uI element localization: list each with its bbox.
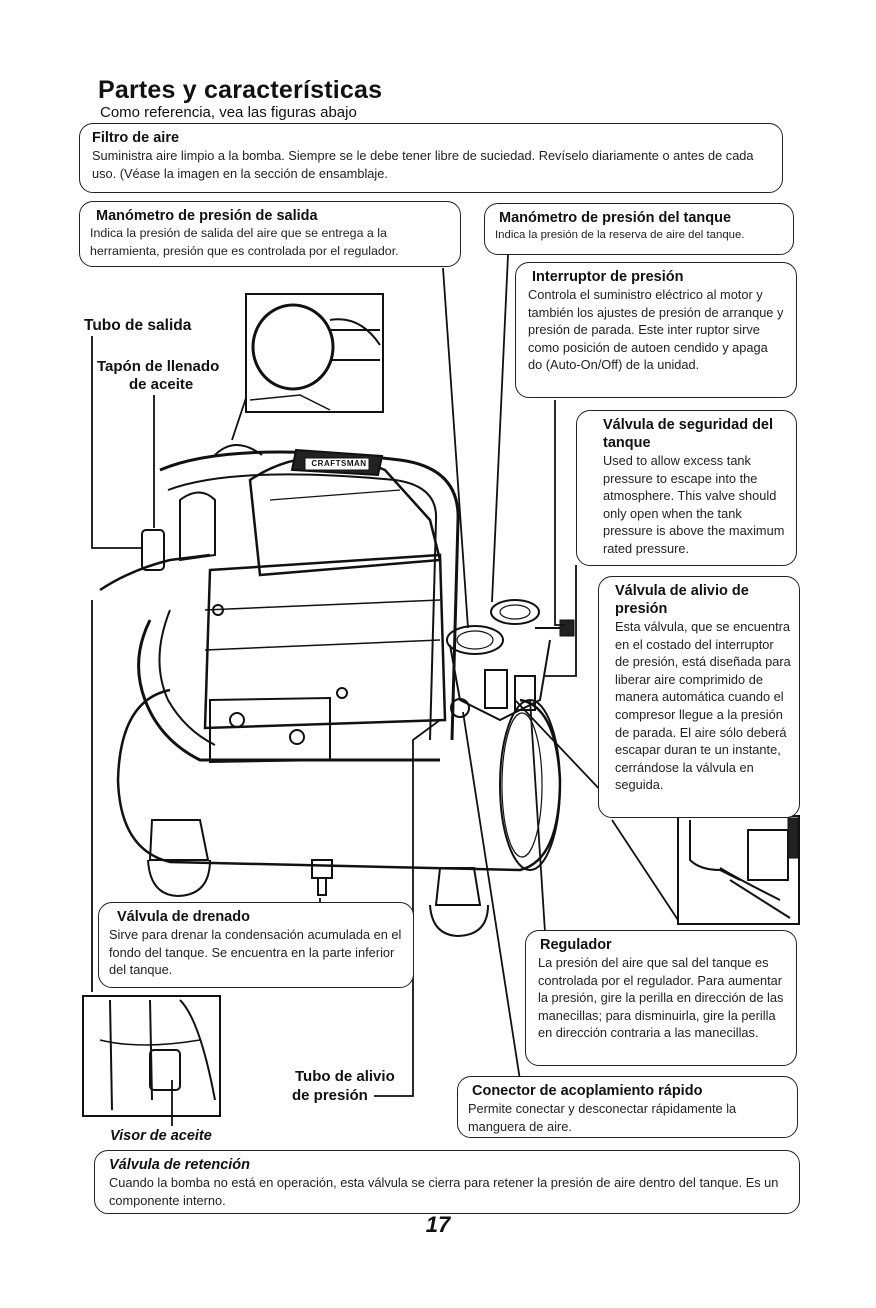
- label-oil-fill-cap-2: de aceite: [129, 376, 194, 393]
- callout-regulator: Regulador La presión del aire que sal de…: [525, 930, 797, 1066]
- callout-outlet-gauge: Manómetro de presión de salida Indica la…: [79, 201, 461, 267]
- air-filter-title: Filtro de aire: [92, 130, 180, 146]
- check-valve-body: Cuando la bomba no está en operación, es…: [109, 1175, 779, 1208]
- brand-logo: CRAFTSMAN: [311, 459, 367, 468]
- inset-relief-valve: [677, 815, 800, 925]
- check-valve-title: Válvula de retención: [109, 1157, 251, 1173]
- handle-drawing: [159, 448, 460, 741]
- tank-gauge-title: Manómetro de presión del tanque: [499, 210, 732, 226]
- relief-valve-body: Esta válvula, que se encuentra en el cos…: [615, 619, 791, 793]
- tank-gauge-body: Indica la presión de la reserva de aire …: [495, 229, 745, 241]
- drain-valve-body: Sirve para drenar la condensación acumul…: [109, 927, 402, 978]
- quick-coupler-title: Conector de acoplamiento rápido: [472, 1083, 703, 1099]
- tank-safety-valve-body: Used to allow excess tank pressure to es…: [603, 453, 785, 556]
- callout-drain-valve: Válvula de drenado Sirve para drenar la …: [98, 902, 414, 988]
- feet-drawing: [147, 819, 489, 938]
- outlet-gauge-body: Indica la presión de salida del aire que…: [90, 226, 399, 258]
- page-title: Partes y características: [98, 76, 383, 104]
- callout-tank-gauge: Manómetro de presión del tanque Indica l…: [484, 203, 794, 255]
- motor-body-drawing: [203, 455, 447, 764]
- drain-valve-drawing: [311, 859, 333, 896]
- tank-safety-valve-title: Válvula de seguridad del tanque: [603, 417, 774, 451]
- pump-drawing: [99, 444, 440, 762]
- label-oil-sight: Visor de aceite: [110, 1128, 212, 1144]
- callout-pressure-switch: Interruptor de presión Controla el sumin…: [515, 262, 797, 398]
- inset-oil-cap: [245, 293, 384, 413]
- quick-coupler-body: Permite conectar y desconectar rápidamen…: [468, 1101, 737, 1134]
- label-outlet-tube: Tubo de salida: [84, 317, 192, 334]
- page-number: 17: [425, 1212, 451, 1237]
- drain-valve-title: Válvula de drenado: [117, 909, 250, 925]
- pressure-switch-body: Controla el suministro eléctrico al moto…: [528, 287, 784, 373]
- callout-check-valve: Válvula de retención Cuando la bomba no …: [94, 1150, 800, 1214]
- manifold-drawing: [446, 599, 575, 722]
- inset-oil-sight: [82, 995, 221, 1117]
- page-subtitle: Como referencia, vea las figuras abajo: [100, 104, 357, 121]
- pressure-switch-title: Interruptor de presión: [532, 269, 684, 285]
- callout-relief-valve: Válvula de alivio de presión Esta válvul…: [598, 576, 800, 818]
- label-relief-tube-2: de presión: [292, 1087, 368, 1104]
- regulator-title: Regulador: [540, 937, 612, 953]
- regulator-body: La presión del aire que sal del tanque e…: [538, 955, 784, 1041]
- label-oil-fill-cap-1: Tapón de llenado: [97, 358, 220, 375]
- callout-air-filter: Filtro de aire Suministra aire limpio a …: [79, 123, 783, 193]
- relief-valve-title: Válvula de alivio de presión: [615, 583, 749, 617]
- callout-tank-safety-valve: Válvula de seguridad del tanque Used to …: [576, 410, 797, 566]
- callout-quick-coupler: Conector de acoplamiento rápido Permite …: [457, 1076, 798, 1138]
- outlet-gauge-title: Manómetro de presión de salida: [96, 208, 318, 224]
- leader-lines: [91, 254, 679, 1126]
- label-relief-tube-1: Tubo de alivio: [295, 1068, 395, 1085]
- air-filter-body: Suministra aire limpio a la bomba. Siemp…: [92, 148, 754, 181]
